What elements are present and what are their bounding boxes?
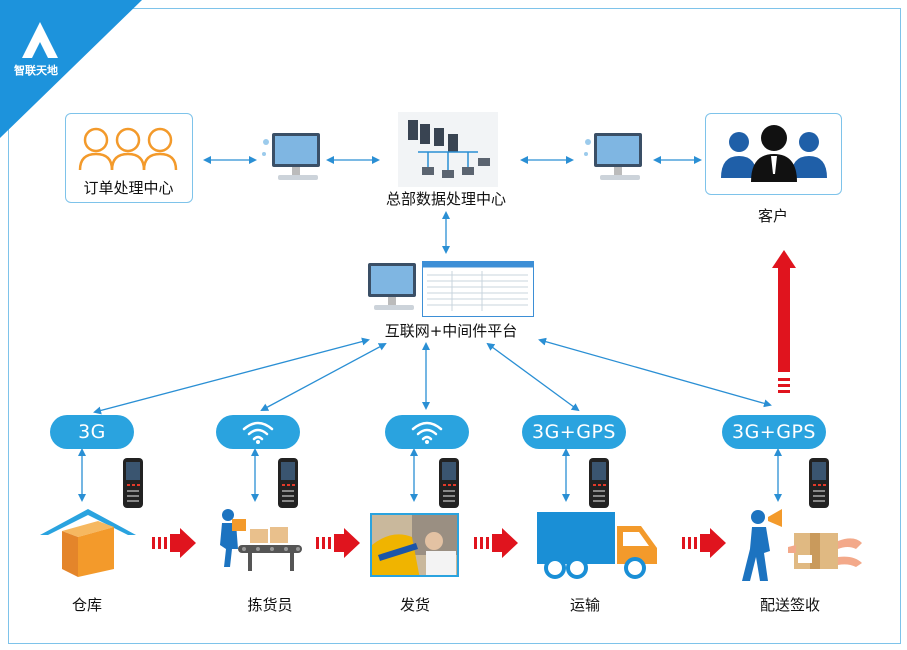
handheld-terminal-icon [439,458,459,508]
shipping-photo [370,513,459,577]
delivery-label: 配送签收 [759,596,820,614]
customer-box [705,113,842,195]
logo-icon [22,22,58,58]
handheld-terminal-icon [123,458,143,508]
transport-label: 运输 [569,596,600,614]
picker-icon [220,509,302,571]
software-window-icon [422,261,534,317]
delivery-icon [742,509,862,581]
staff-icon [78,127,178,171]
handheld-terminal-icon [589,458,609,508]
handheld-terminal-icon [809,458,829,508]
wifi-icon [242,421,274,444]
network-pill-3g: 3G [50,415,134,449]
customer-label: 客户 [757,207,788,225]
diagram-frame [8,8,901,644]
platform-label: 互联网+中间件平台 [384,322,518,340]
network-pill-3g-gps: 3G+GPS [522,415,626,449]
computer-icon [368,263,416,310]
wifi-icon [411,421,443,444]
network-pill-3g-gps: 3G+GPS [722,415,826,449]
warehouse-icon [40,509,136,577]
computer-icon [584,133,642,180]
brand-name: 智联天地 [14,64,58,77]
network-pill-wifi [216,415,300,449]
server-cluster-icon [398,112,498,187]
shipping-label: 发货 [399,596,430,614]
order-center-box: 订单处理中心 [65,113,193,203]
handheld-terminal-icon [278,458,298,508]
picker-label: 拣货员 [247,596,293,614]
truck-icon [537,512,657,579]
flow-arrows [152,250,796,558]
order-center-label: 订单处理中心 [83,179,174,197]
hq-center-label: 总部数据处理中心 [385,190,506,208]
network-pill-wifi [385,415,469,449]
warehouse-label: 仓库 [71,596,102,614]
customers-icon [721,125,827,182]
courier-photo-icon [372,515,457,575]
computer-icon [262,133,320,180]
